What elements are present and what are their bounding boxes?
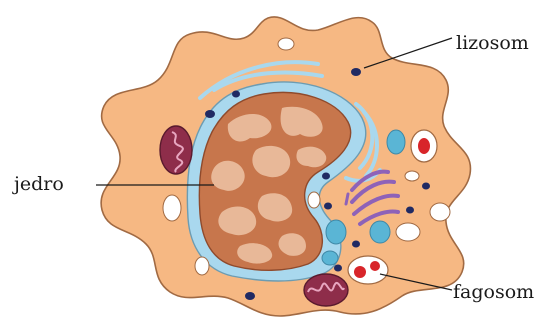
label-phagosome: fagosom [453,283,534,302]
label-lysosome: lizosom [456,34,529,53]
mitochondrion-bottom [304,274,348,306]
vesicle-with-droplet [411,130,437,162]
phagosome [348,256,388,284]
label-nucleus: jedro [14,175,64,194]
mitochondrion-left [160,126,192,174]
